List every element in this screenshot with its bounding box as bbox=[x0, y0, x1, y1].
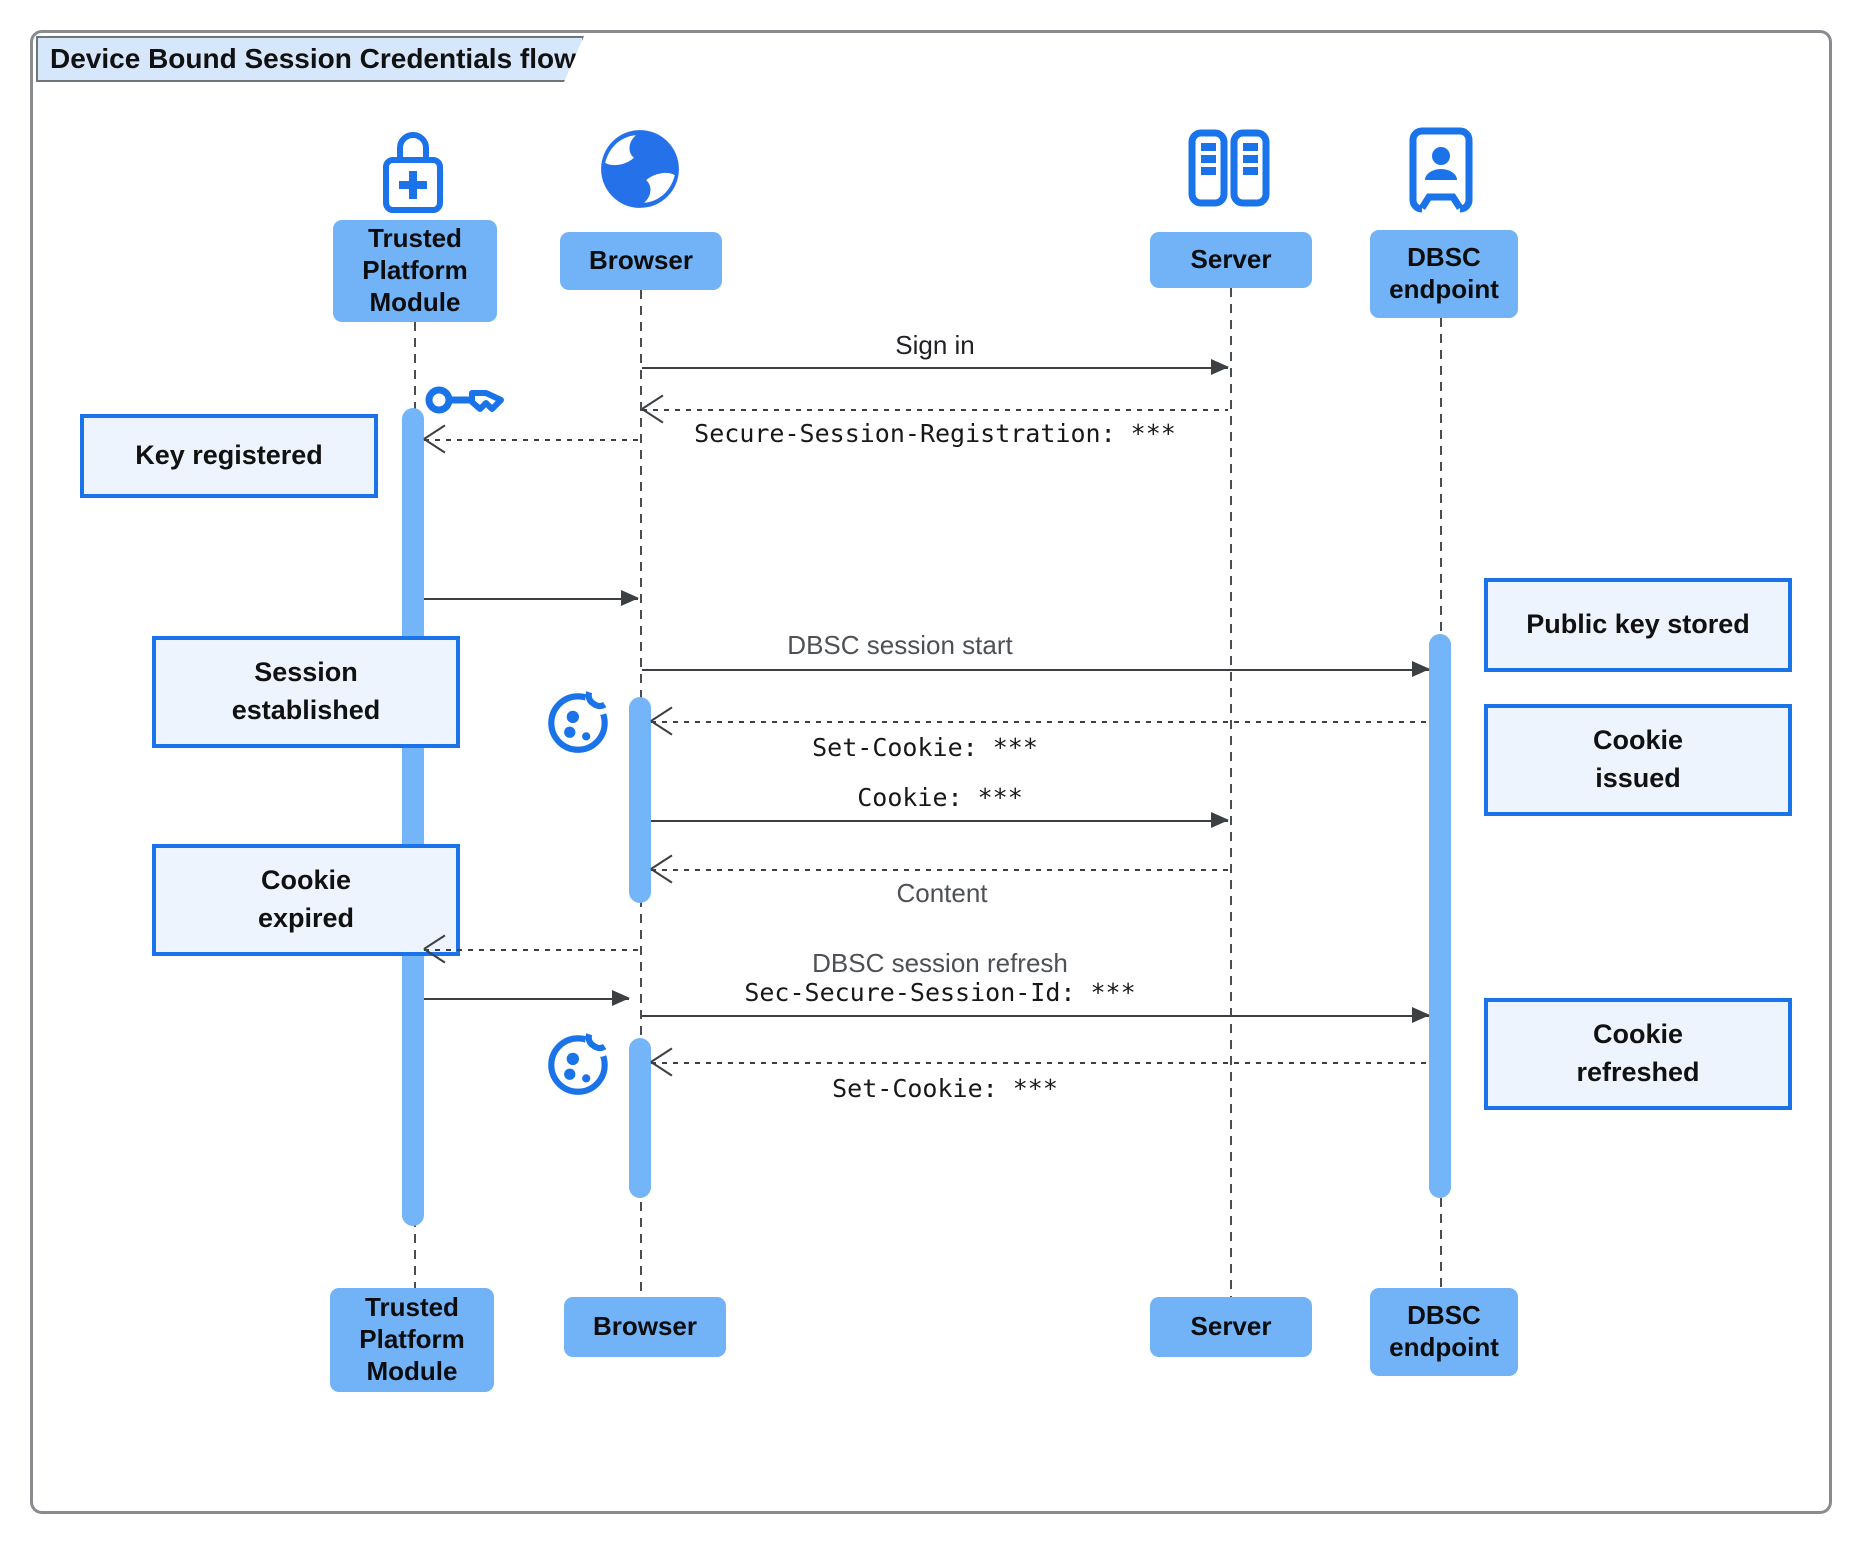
arrow-dbsc-session-refresh bbox=[642, 1007, 1430, 1023]
badge-person-icon bbox=[1408, 126, 1474, 219]
participant-dbsc-bottom: DBSC endpoint bbox=[1370, 1288, 1518, 1376]
note-key-registered: Key registered bbox=[80, 414, 378, 498]
label-cookie: Cookie: *** bbox=[857, 783, 1023, 812]
note-public-key-stored: Public key stored bbox=[1484, 578, 1792, 672]
participant-browser-top: Browser bbox=[560, 232, 722, 290]
activation-dbsc bbox=[1429, 634, 1451, 1198]
arrow-set-cookie-1 bbox=[651, 721, 1429, 723]
participant-server-top: Server bbox=[1150, 232, 1312, 288]
server-rack-icon bbox=[1186, 128, 1272, 213]
participant-tpm-top: Trusted Platform Module bbox=[333, 220, 497, 322]
arrow-set-cookie-2 bbox=[651, 1062, 1429, 1064]
cookie-icon bbox=[546, 682, 614, 765]
arrow-key-create-request bbox=[424, 439, 640, 441]
arrow-secure-session-registration bbox=[642, 409, 1228, 411]
lifeline-server bbox=[1230, 288, 1232, 1297]
note-session-established: Session established bbox=[152, 636, 460, 748]
note-cookie-refreshed: Cookie refreshed bbox=[1484, 998, 1792, 1110]
activation-browser-2 bbox=[629, 1038, 651, 1198]
lock-plus-icon bbox=[381, 120, 445, 221]
label-set-cookie-1: Set-Cookie: *** bbox=[812, 733, 1038, 762]
cookie-icon bbox=[546, 1024, 614, 1107]
arrow-content bbox=[651, 869, 1228, 871]
arrow-refresh-key-request bbox=[424, 949, 640, 951]
label-secure-session-registration: Secure-Session-Registration: *** bbox=[694, 419, 1176, 448]
activation-browser-1 bbox=[629, 697, 651, 903]
key-icon bbox=[424, 374, 506, 429]
arrow-sign-in bbox=[642, 359, 1229, 375]
arrow-key-create-response bbox=[424, 590, 639, 606]
label-set-cookie-2: Set-Cookie: *** bbox=[832, 1074, 1058, 1103]
participant-browser-bottom: Browser bbox=[564, 1297, 726, 1357]
label-dbsc-session-refresh: DBSC session refresh bbox=[812, 948, 1068, 978]
participant-dbsc-top: DBSC endpoint bbox=[1370, 230, 1518, 318]
diagram-title: Device Bound Session Credentials flow bbox=[36, 36, 584, 82]
arrow-cookie bbox=[651, 812, 1229, 828]
note-cookie-expired: Cookie expired bbox=[152, 844, 460, 956]
label-dbsc-session-start: DBSC session start bbox=[787, 630, 1013, 660]
arrow-dbsc-session-start bbox=[642, 661, 1430, 677]
activation-tpm bbox=[402, 408, 424, 1226]
label-sec-secure-session-id: Sec-Secure-Session-Id: *** bbox=[744, 978, 1136, 1007]
label-content: Content bbox=[896, 878, 988, 908]
note-cookie-issued: Cookie issued bbox=[1484, 704, 1792, 816]
participant-tpm-bottom: Trusted Platform Module bbox=[330, 1288, 494, 1392]
arrow-refresh-key-response bbox=[424, 990, 630, 1006]
globe-icon bbox=[597, 126, 683, 217]
participant-server-bottom: Server bbox=[1150, 1297, 1312, 1357]
label-sign-in: Sign in bbox=[895, 330, 975, 360]
